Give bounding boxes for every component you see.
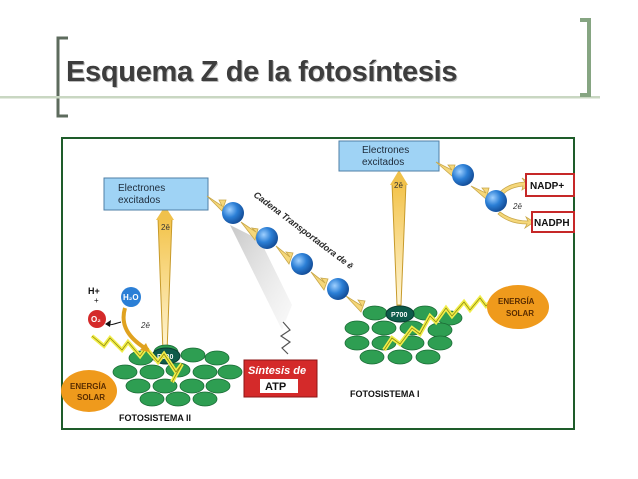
svg-text:H₂O: H₂O <box>123 293 139 302</box>
svg-text:2ē: 2ē <box>140 321 150 330</box>
ps1-excited-line2: excitados <box>362 157 404 168</box>
atp-synthesis-box: Síntesis de ATP <box>243 359 318 398</box>
ps2-electron-label: 2ē <box>161 223 170 232</box>
svg-text:O₂: O₂ <box>91 315 101 324</box>
atp-shadow-cone <box>230 225 292 330</box>
electron-carrier <box>291 253 313 275</box>
slide-title: Esquema Z de la fotosíntesis <box>66 56 458 88</box>
svg-text:ENERGÍA: ENERGÍA <box>70 382 107 391</box>
ps2-excited-line2: excitados <box>118 195 160 206</box>
atp-line2: ATP <box>265 381 286 393</box>
ps1-solar-energy: ENERGÍA SOLAR <box>487 285 549 329</box>
ps2-excited-box: Electrones excitados <box>103 177 209 211</box>
electron-carrier <box>452 164 474 186</box>
ps2-solar-energy: ENERGÍA SOLAR <box>61 370 117 412</box>
ps1-electron-label: 2ē <box>394 181 403 190</box>
chain-electron-carriers <box>222 164 507 300</box>
chain-arrows <box>206 161 535 313</box>
ps1-reaction-center: P700 <box>385 305 415 323</box>
nadp-box: NADP+ <box>525 173 575 197</box>
oxygen-molecule <box>88 310 106 328</box>
ps2-name: FOTOSISTEMA II <box>119 413 191 423</box>
electron-carrier <box>222 202 244 224</box>
ps1-excited-line1: Electrones <box>362 145 409 156</box>
electron-carrier <box>327 278 349 300</box>
ps2-excited-line1: Electrones <box>118 183 165 194</box>
water-splitting: H+ + O₂ H₂O 2ē <box>88 286 150 352</box>
nadp-electron-label: 2ē <box>512 202 522 211</box>
svg-text:ENERGÍA: ENERGÍA <box>498 297 535 306</box>
svg-text:NADP+: NADP+ <box>530 181 564 192</box>
ps1-excited-box: Electrones excitados <box>338 140 440 172</box>
svg-text:NADPH: NADPH <box>534 218 570 229</box>
proton-label: H+ <box>88 286 100 296</box>
water-molecule <box>121 287 141 307</box>
svg-text:SOLAR: SOLAR <box>506 309 534 318</box>
title-decoration <box>0 18 600 118</box>
electron-carrier <box>485 190 507 212</box>
svg-text:P700: P700 <box>391 312 407 319</box>
nadph-box: NADPH <box>531 211 575 233</box>
svg-text:SOLAR: SOLAR <box>77 393 105 402</box>
ps1-name: FOTOSISTEMA I <box>350 389 420 399</box>
atp-line1: Síntesis de <box>248 365 306 377</box>
svg-text:+: + <box>94 296 99 305</box>
electron-carrier <box>256 227 278 249</box>
